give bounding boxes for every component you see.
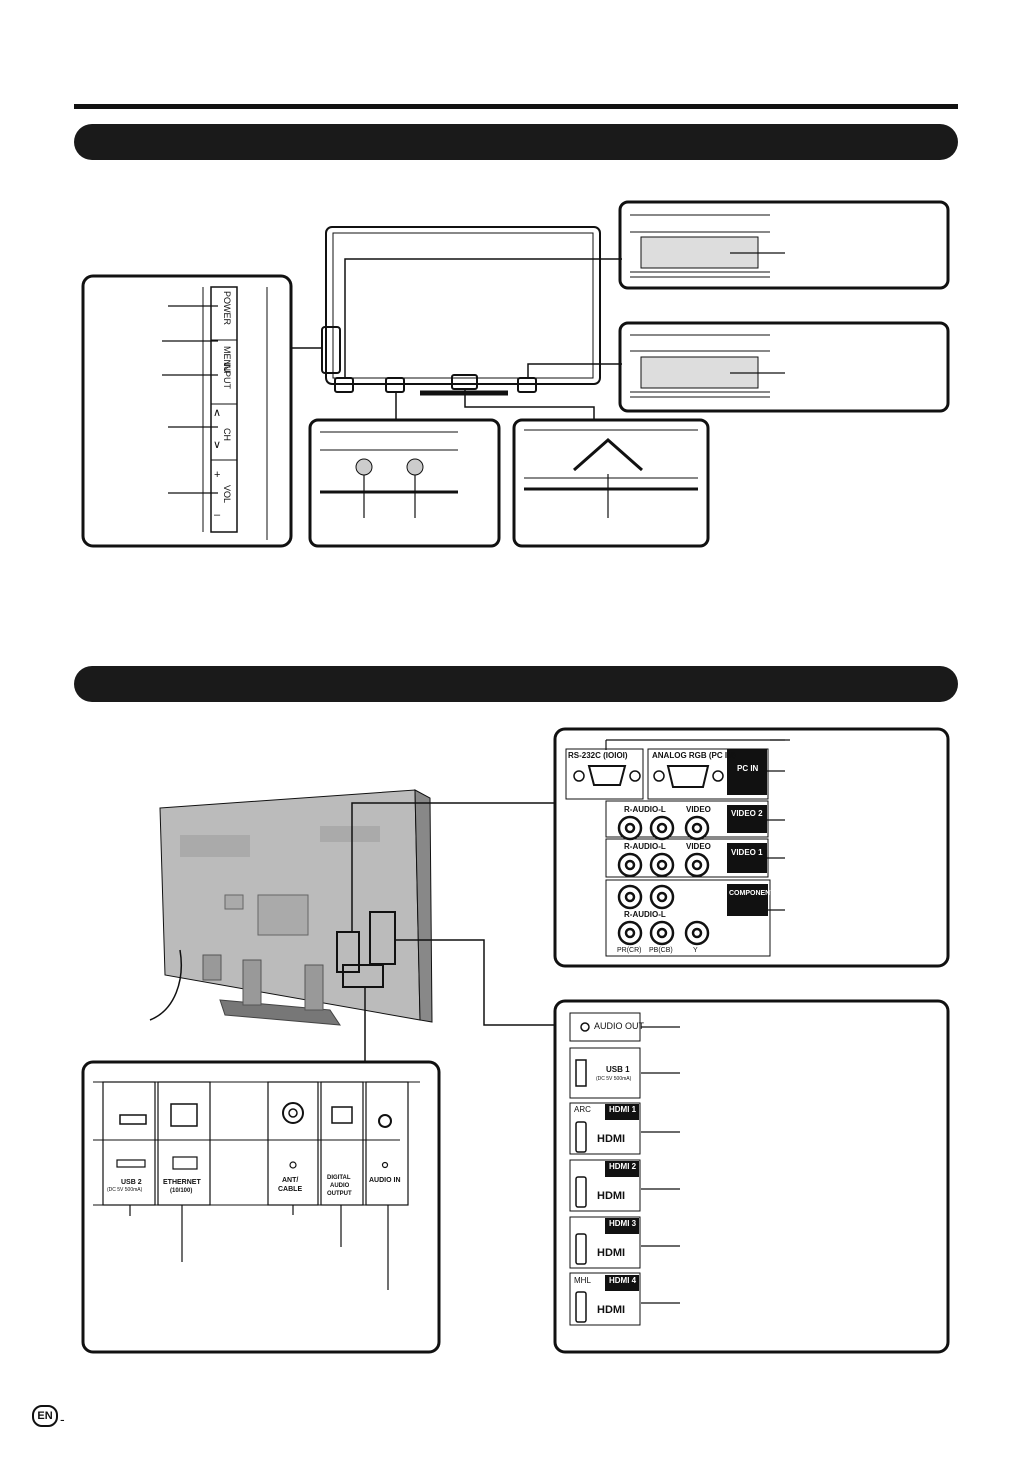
- video2-video-label: VIDEO: [686, 805, 711, 814]
- section-banner-front: [74, 124, 958, 160]
- tv-front-outline: [325, 226, 601, 385]
- usb2-port: [119, 1114, 147, 1125]
- ch-up-icon: ∧: [213, 407, 222, 419]
- ch-down-icon: ∨: [213, 439, 222, 451]
- pb-label: PB(CB): [649, 947, 673, 954]
- page-dash: -: [60, 1411, 65, 1427]
- side-button-callout: [321, 326, 341, 374]
- mhl-label: MHL: [574, 1276, 591, 1285]
- audio-in-label: AUDIO IN: [369, 1177, 401, 1184]
- ethernet-label: ETHERNET: [163, 1179, 201, 1186]
- cable-label: CABLE: [278, 1186, 303, 1193]
- usb1-sub-label: (DC 5V 500mA): [596, 1076, 632, 1082]
- audio-in-port: [378, 1114, 392, 1128]
- ethernet-port: [170, 1103, 198, 1127]
- bottom-callout-3: [517, 377, 537, 393]
- bottom-callout-2: [385, 377, 405, 393]
- hdmi1-port: [575, 1121, 587, 1153]
- vol-button-label[interactable]: VOL: [222, 485, 232, 504]
- power-button-label[interactable]: POWER: [222, 291, 232, 326]
- bottom-terminals-box: [81, 1060, 441, 1354]
- usb1-port: [575, 1059, 587, 1087]
- output-label: OUTPUT: [327, 1191, 352, 1197]
- hdmi3-label: HDMI 3: [609, 1219, 637, 1228]
- hdmi4-port: [575, 1291, 587, 1323]
- hdmi4-logo: HDMI: [597, 1304, 626, 1316]
- hdmi2-label: HDMI 2: [609, 1162, 637, 1171]
- rs232c-port-frame: [565, 748, 644, 800]
- power-cord: [149, 949, 182, 1021]
- hdmi4-label: HDMI 4: [609, 1276, 637, 1285]
- tv-screen: [332, 232, 594, 379]
- callout-box-a: [618, 200, 950, 290]
- vol-up-icon: +: [214, 469, 221, 481]
- rear-terminal-callout: [336, 931, 360, 973]
- hdmi2-logo: HDMI: [597, 1190, 626, 1202]
- hdmi3-port: [575, 1233, 587, 1265]
- rs232c-port: [587, 765, 627, 786]
- sensor-2: [406, 458, 424, 476]
- line-to-box-b: [527, 363, 622, 378]
- rs232c-label: RS-232C (IOIOI): [568, 751, 628, 760]
- video1-audio-label: R-AUDIO-L: [624, 842, 666, 851]
- analog-rgb-frame: [647, 748, 769, 800]
- section-banner-rear: [74, 666, 958, 702]
- rear-terminals-box: [553, 727, 950, 968]
- header-rule: [74, 104, 958, 109]
- optical-port: [331, 1106, 353, 1124]
- tv-stand: [219, 999, 341, 1026]
- side-buttons-box: [81, 274, 293, 548]
- digital-label: DIGITAL: [327, 1175, 351, 1181]
- video2-label: VIDEO 2: [731, 809, 763, 818]
- ant-port: [282, 1102, 304, 1124]
- audio-label: AUDIO: [330, 1183, 350, 1189]
- video2-audio-label: R-AUDIO-L: [624, 805, 666, 814]
- callout-box-b: [618, 321, 950, 413]
- vol-down-icon: –: [214, 509, 221, 521]
- language-badge: EN: [32, 1405, 58, 1427]
- side-terminals-box: [553, 999, 950, 1354]
- usb2-sub-label: (DC 5V 500mA): [107, 1187, 143, 1193]
- component-label: COMPONENT: [729, 890, 775, 897]
- button-strip: [210, 286, 238, 533]
- component-audio-label: R-AUDIO-L: [624, 910, 666, 919]
- hdmi3-logo: HDMI: [597, 1247, 626, 1259]
- analog-rgb-label: ANALOG RGB (PC IN): [652, 751, 736, 760]
- audio-out-label: AUDIO OUT: [594, 1021, 645, 1031]
- hdmi1-logo: HDMI: [597, 1133, 626, 1145]
- arc-label: ARC: [574, 1105, 591, 1114]
- input-button-label[interactable]: INPUT: [222, 362, 232, 389]
- ch-button-label[interactable]: CH: [222, 428, 232, 441]
- bottom-terminal-callout: [342, 964, 384, 988]
- video1-label: VIDEO 1: [731, 848, 763, 857]
- video1-video-label: VIDEO: [686, 842, 711, 851]
- pr-label: PR(CR): [617, 947, 642, 954]
- ethernet-sub-label: (10/100): [170, 1188, 193, 1194]
- bottom-callout-1: [334, 377, 354, 393]
- bottom-callout-center: [451, 374, 478, 390]
- analog-rgb-port: [666, 765, 710, 788]
- usb2-label: USB 2: [121, 1179, 142, 1186]
- line-to-box-a: [344, 258, 622, 378]
- ant-label: ANT/: [282, 1177, 299, 1184]
- led-box: [512, 418, 710, 548]
- pc-in-label: PC IN: [737, 764, 759, 773]
- sensor-1: [355, 458, 373, 476]
- y-label: Y: [693, 947, 698, 954]
- hdmi1-label: HDMI 1: [609, 1105, 637, 1114]
- usb1-label: USB 1: [606, 1065, 630, 1074]
- line-to-led-box: [464, 389, 595, 420]
- hdmi2-port: [575, 1176, 587, 1208]
- led-indicator: [573, 437, 643, 472]
- sensor-box: [308, 418, 501, 548]
- rca-jacks: [617, 815, 710, 946]
